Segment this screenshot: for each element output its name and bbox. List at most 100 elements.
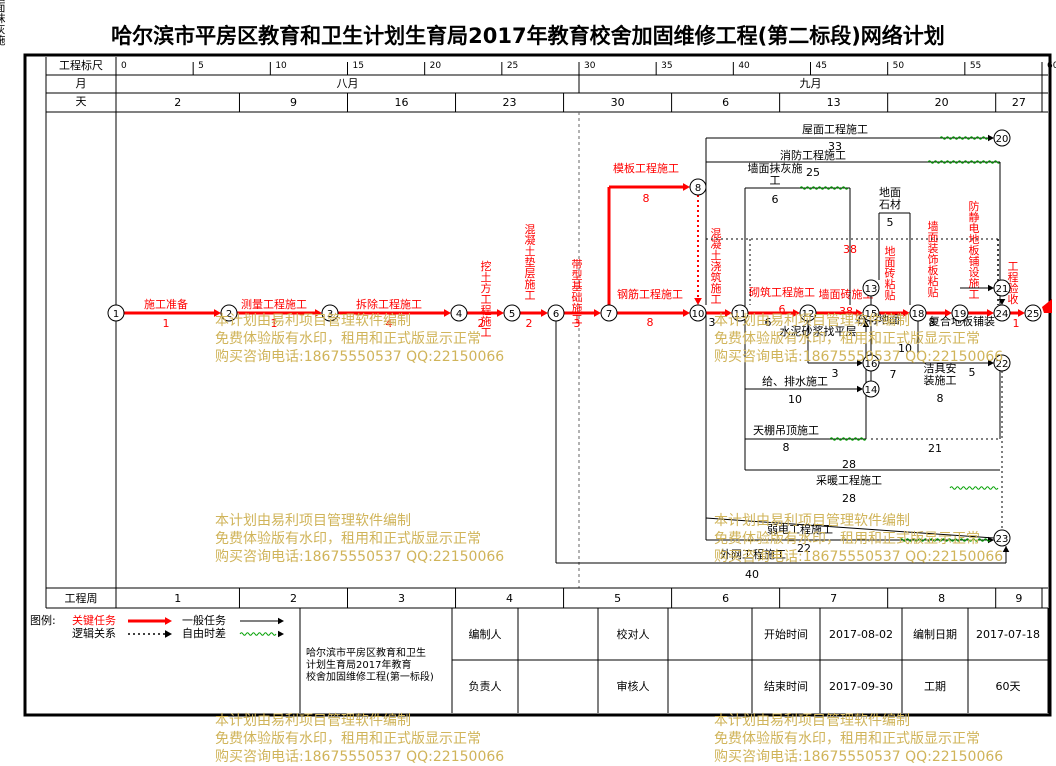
vertical-label-char: 静 <box>969 210 980 224</box>
task-duration: 40 <box>745 568 759 581</box>
sheet-frame <box>23 53 1052 717</box>
node-id: 7 <box>606 309 612 320</box>
info-project-name: 校舍加固维修工程(第一标段) <box>306 670 434 683</box>
info-checker-label: 校对人 <box>617 627 650 641</box>
vertical-label-char: 抹 <box>0 12 6 25</box>
vertical-label-char: 饰 <box>928 252 939 266</box>
scale-tick-label: 25 <box>507 61 518 71</box>
day-label: 13 <box>827 96 841 109</box>
task-label: 测量工程施工 <box>241 298 307 311</box>
network-node: 24 <box>993 304 1011 322</box>
node-circle <box>993 304 1011 322</box>
network-node: 1 <box>107 304 125 322</box>
vertical-label-char: 土 <box>481 271 492 284</box>
network-node: 7 <box>600 304 618 322</box>
task-duration: 3 <box>574 317 581 330</box>
vertical-label-char: 粘 <box>885 277 896 291</box>
arrow-head <box>987 309 994 317</box>
network-node: 23 <box>993 529 1011 547</box>
scale-tick-label: 20 <box>430 61 442 71</box>
vertical-label-char: 施 <box>969 277 980 290</box>
task-duration: 33 <box>828 140 842 153</box>
vertical-label-char: 施 <box>0 34 6 47</box>
scale-tick-label: 5 <box>198 61 204 71</box>
info-project-name: 哈尔滨市平房区教育和卫生 <box>306 646 426 659</box>
vertical-label-char: 浇 <box>711 260 722 273</box>
day-label: 27 <box>1012 96 1026 109</box>
free-float-line <box>899 538 991 542</box>
node-circle <box>547 304 565 322</box>
arrow-head <box>988 284 994 292</box>
arrow-head <box>856 309 863 317</box>
vertical-label-char: 电 <box>969 222 980 235</box>
arrow-head <box>857 385 863 393</box>
arrow-head <box>444 309 451 317</box>
info-end-label: 结束时间 <box>764 680 808 693</box>
extra-label: 6 <box>765 316 772 329</box>
arrow-head <box>857 359 863 367</box>
arrow-head <box>988 134 994 142</box>
arrow-head <box>497 309 504 317</box>
task-label: 弱电工程施工 <box>767 523 833 536</box>
vertical-label-char: 防 <box>969 199 980 213</box>
task-duration: 28 <box>842 458 856 471</box>
month-label: 八月 <box>337 77 359 90</box>
week-row-label: 工程周 <box>65 592 98 605</box>
vertical-label-char: 层 <box>525 267 536 280</box>
legend-float-label: 自由时差 <box>182 626 226 640</box>
extra-label: 3 <box>709 316 716 329</box>
network-node: 22 <box>993 354 1011 372</box>
network-node: 21 <box>993 279 1011 297</box>
node-id: 6 <box>553 309 559 320</box>
node-id: 21 <box>996 284 1009 295</box>
arrow-head <box>945 309 952 317</box>
node-circle <box>107 304 125 322</box>
node-id: 2 <box>226 309 232 320</box>
week-label: 3 <box>398 592 405 605</box>
vertical-label-char: 型 <box>572 268 583 282</box>
extra-label: 3 <box>832 367 839 380</box>
task-label: 钢筋工程施工 <box>617 287 683 301</box>
network-node: 25 <box>1024 304 1042 322</box>
node-id: 20 <box>996 134 1009 145</box>
network-node: 5 <box>503 304 521 322</box>
info-date-value: 2017-07-18 <box>976 628 1040 641</box>
arrow-head <box>214 309 221 317</box>
vertical-label-char: 贴 <box>885 288 896 302</box>
network-node: 15 <box>862 304 880 322</box>
network-node: 11 <box>731 304 749 322</box>
vertical-label-char: 土 <box>711 249 722 262</box>
vertical-label-char: 验 <box>1008 281 1019 295</box>
task-duration: 10 <box>788 393 802 406</box>
info-editor-label: 编制人 <box>469 627 502 641</box>
free-float-line <box>829 437 867 441</box>
vertical-label-char: 面 <box>885 256 896 269</box>
arrow-head <box>683 183 690 191</box>
extra-label: 7 <box>890 368 897 381</box>
vertical-label-char: 凝 <box>711 237 722 251</box>
node-id: 5 <box>509 309 515 320</box>
node-id: 13 <box>865 284 878 295</box>
vertical-label-char: 混 <box>525 223 536 236</box>
node-circle <box>862 380 880 398</box>
task-duration: 8 <box>937 392 944 405</box>
task-duration: 4 <box>386 317 393 330</box>
network-node: 3 <box>321 304 339 322</box>
vertical-label-char: 砖 <box>885 266 896 280</box>
node-id: 4 <box>456 309 462 320</box>
node-id: 22 <box>996 359 1009 370</box>
arrow-head <box>903 309 910 317</box>
node-id: 23 <box>996 534 1009 545</box>
arrow-head <box>165 630 172 638</box>
scale-tick-label: 45 <box>816 61 827 71</box>
info-start-value: 2017-08-02 <box>829 628 893 641</box>
task-duration: 25 <box>806 166 820 179</box>
arrow-head <box>725 309 732 317</box>
node-circle <box>220 304 238 322</box>
arrow-head <box>862 321 870 327</box>
